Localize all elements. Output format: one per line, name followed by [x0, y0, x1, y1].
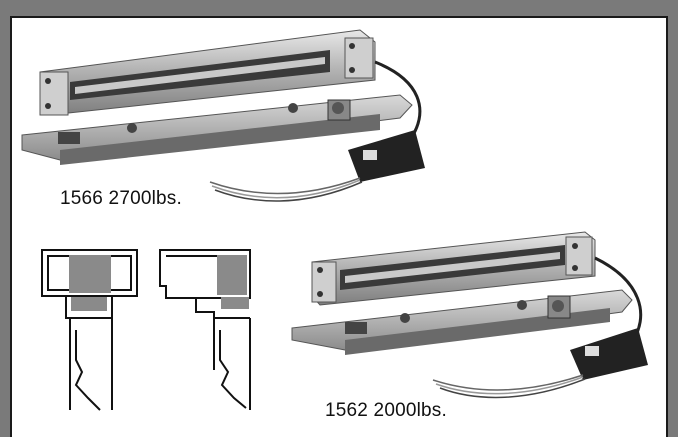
product-caption-1562: 1562 2000lbs.: [325, 400, 447, 421]
cable-icon: [209, 60, 425, 202]
magnetic-lock-icon: [311, 231, 596, 306]
left-border: [0, 0, 10, 437]
armature-plate-icon: [291, 289, 633, 355]
door-frame-section-icon: [41, 249, 251, 411]
magnetic-lock-icon: [39, 29, 376, 116]
top-border: [0, 0, 678, 18]
right-border: [668, 0, 678, 437]
cable-icon: [432, 256, 648, 399]
product-caption-1566: 1566 2700lbs.: [60, 188, 182, 209]
armature-plate-icon: [21, 94, 413, 165]
